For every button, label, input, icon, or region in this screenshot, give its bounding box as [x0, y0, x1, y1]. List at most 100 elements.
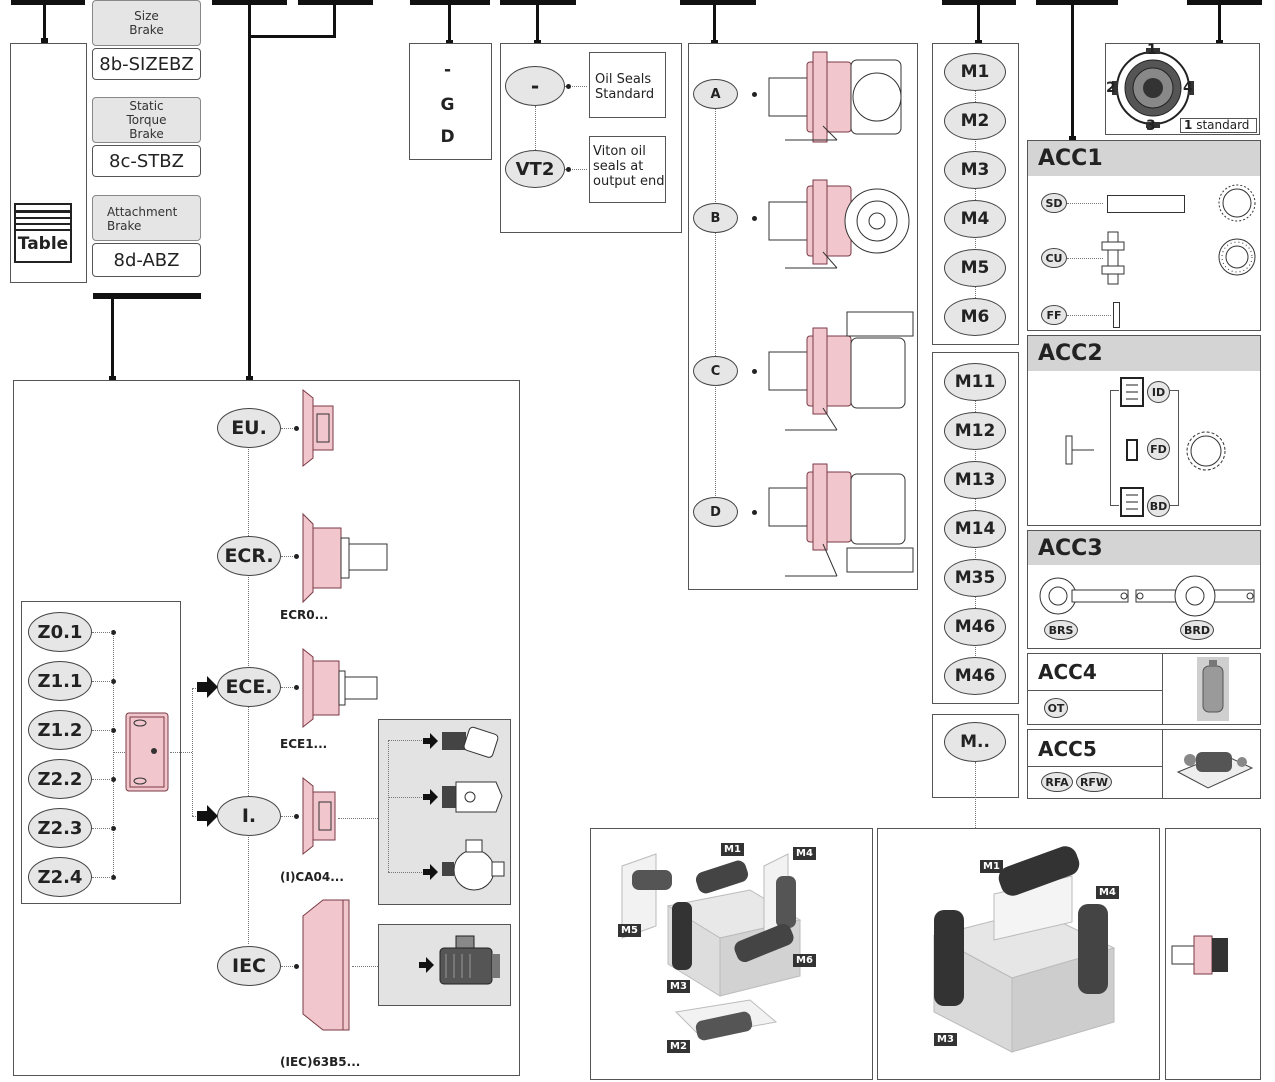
input-size-z0-1[interactable]: Z0.1 [28, 612, 92, 652]
connector-node [294, 426, 299, 431]
terminal-position-1[interactable]: 1 [1147, 42, 1157, 58]
connector [977, 5, 980, 45]
acc5-item-rfa[interactable]: RFA [1041, 772, 1073, 792]
connector-node [111, 679, 116, 684]
mounting-position-m13[interactable]: M13 [944, 461, 1006, 499]
oil-seal-desc-box [589, 136, 666, 203]
terminal-position-4[interactable]: 4 [1183, 80, 1193, 96]
connector-node [294, 554, 299, 559]
connector [192, 688, 198, 689]
attachment-brake-code[interactable]: 8d-ABZ [92, 243, 201, 277]
oil-seal-option-vt2[interactable]: VT2 [505, 150, 565, 188]
oil-seal-desc-box [589, 52, 666, 118]
terminal-position-2[interactable]: 2 [1106, 80, 1116, 96]
input-size-z1-1[interactable]: Z1.1 [28, 661, 92, 701]
mount-tag-m3: M3 [667, 980, 690, 993]
brake-side-item[interactable]: G [440, 95, 455, 115]
mount-tag-m1: M1 [980, 860, 1003, 873]
brake-side-item[interactable]: - [443, 60, 452, 80]
mounting-position-m35[interactable]: M35 [944, 559, 1006, 597]
attachment-brake-caption: Attachment Brake [92, 195, 201, 241]
mounting-position-m11[interactable]: M11 [944, 363, 1006, 401]
connector [92, 681, 112, 682]
input-size-z2-4[interactable]: Z2.4 [28, 857, 92, 897]
acc2-item-id[interactable]: ID [1147, 381, 1170, 403]
connector [536, 5, 539, 45]
terminal-position-3[interactable]: 3 [1146, 118, 1156, 134]
acc5-divider [1162, 729, 1163, 799]
acc4-title: ACC4 [1038, 660, 1097, 684]
input-size-z2-2[interactable]: Z2.2 [28, 759, 92, 799]
header-bar-7 [500, 0, 576, 5]
radial-motor-icon [442, 839, 505, 891]
mounting-position-m5[interactable]: M5 [944, 249, 1006, 287]
hydraulic-motor-icon [442, 726, 499, 758]
acc1-item-ff[interactable]: FF [1041, 305, 1067, 325]
input-size-z1-2[interactable]: Z1.2 [28, 710, 92, 750]
arrow-right-icon [419, 957, 434, 973]
output-option-b[interactable]: B [693, 203, 738, 233]
connector [281, 428, 295, 429]
output-option-d[interactable]: D [693, 497, 738, 527]
connector-node [294, 814, 299, 819]
input-type-ecr[interactable]: ECR. [217, 536, 281, 576]
mounting-position-m4[interactable]: M4 [944, 200, 1006, 238]
connector [975, 70, 976, 320]
connector [111, 299, 114, 379]
connector-node [246, 376, 253, 383]
connector [333, 5, 336, 38]
oil-seal-option-standard[interactable]: - [505, 66, 565, 106]
mounting-position-m1[interactable]: M1 [944, 53, 1006, 91]
acc1-item-cu[interactable]: CU [1041, 248, 1067, 268]
connector-node [752, 216, 757, 221]
input-size-z2-3[interactable]: Z2.3 [28, 808, 92, 848]
input-type-ece[interactable]: ECE. [217, 667, 281, 707]
connector-node [111, 630, 116, 635]
input-disc-icon [1120, 377, 1144, 407]
cooling-unit-icon [1176, 752, 1254, 789]
acc4-item-ot[interactable]: OT [1044, 698, 1068, 718]
mounting-position-m2[interactable]: M2 [944, 102, 1006, 140]
connector [281, 816, 295, 817]
input-type-iec[interactable]: IEC [217, 946, 281, 986]
oil-tank-icon [1197, 657, 1229, 721]
connector [975, 762, 976, 828]
oil-seal-desc-vt2: Viton oil seals at output end [593, 144, 665, 189]
connector [1110, 390, 1119, 506]
table-icon: Table [14, 203, 72, 263]
acc5-item-rfw[interactable]: RFW [1076, 772, 1112, 792]
connector [713, 5, 716, 45]
terminal-standard-caption: 1 standard [1180, 118, 1257, 133]
mounting-position-m46[interactable]: M46 [944, 657, 1006, 695]
acc2-item-fd[interactable]: FD [1147, 438, 1170, 460]
mounting-position-m3[interactable]: M3 [944, 151, 1006, 189]
acc2-title: ACC2 [1028, 336, 1260, 371]
input-type-i[interactable]: I. [217, 796, 281, 836]
acc3-item-brd[interactable]: BRD [1180, 620, 1214, 640]
output-option-a[interactable]: A [693, 79, 738, 109]
connector [92, 730, 112, 731]
connector [1071, 5, 1074, 140]
connector [1067, 315, 1111, 316]
mounting-position-m6[interactable]: M6 [944, 298, 1006, 336]
shaft-icon [1107, 195, 1185, 213]
acc1-item-sd[interactable]: SD [1041, 193, 1067, 213]
mounting-position-m46[interactable]: M46 [944, 608, 1006, 646]
mounting-position-m14[interactable]: M14 [944, 510, 1006, 548]
arrow-right-icon [197, 805, 218, 827]
size-brake-code[interactable]: 8b-SIZEBZ [92, 48, 201, 80]
static-torque-brake-code[interactable]: 8c-STBZ [92, 145, 201, 177]
header-bar-1 [11, 0, 85, 5]
input-type-eu[interactable]: EU. [217, 408, 281, 448]
connector [92, 828, 112, 829]
gearbox-output-a-icon [768, 51, 902, 143]
header-bar-6 [410, 0, 490, 5]
output-option-c[interactable]: C [693, 356, 738, 386]
mounting-position-custom[interactable]: M.. [944, 722, 1006, 762]
mounting-position-m12[interactable]: M12 [944, 412, 1006, 450]
brake-side-item[interactable]: D [440, 127, 455, 147]
acc3-item-brs[interactable]: BRS [1044, 620, 1078, 640]
acc2-item-bd[interactable]: BD [1147, 495, 1170, 517]
header-bar-5 [298, 0, 373, 5]
coupling-icon [1101, 231, 1125, 285]
